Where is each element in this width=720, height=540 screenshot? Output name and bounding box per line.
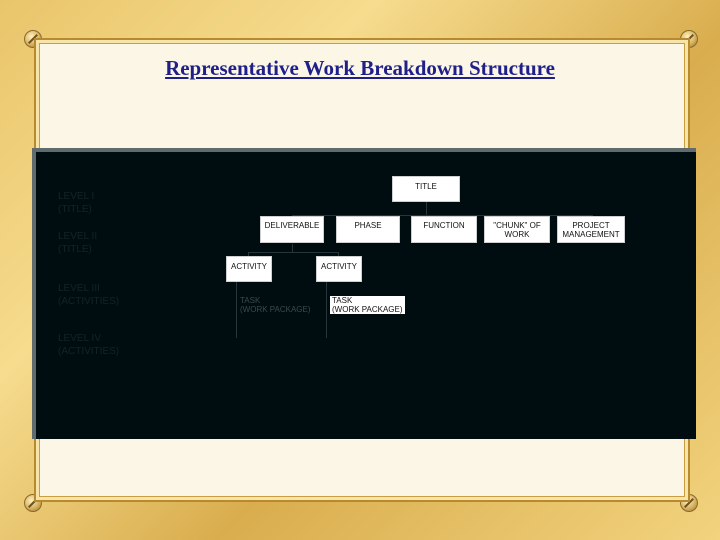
level-label-text: LEVEL III	[58, 283, 100, 294]
level-label-subtext: (ACTIVITIES)	[58, 346, 120, 357]
wbs-activity-box: ACTIVITY	[316, 256, 362, 282]
task-text: TASK	[240, 296, 261, 305]
connector-line	[326, 282, 327, 338]
task-subtext: (WORK PACKAGE)	[332, 305, 403, 314]
wbs-level2-box: PHASE	[336, 216, 400, 243]
wbs-root-box: TITLE	[392, 176, 460, 202]
connector-line	[236, 282, 237, 338]
wbs-task-label: TASK (WORK PACKAGE)	[240, 296, 311, 314]
connector-line	[248, 252, 249, 259]
connector-line	[292, 244, 293, 252]
task-subtext: (WORK PACKAGE)	[240, 305, 311, 314]
level-label-1: LEVEL I (TITLE)	[58, 190, 94, 216]
wbs-level2-box: FUNCTION	[411, 216, 477, 243]
level-label-4: LEVEL IV (ACTIVITIES)	[58, 332, 119, 358]
wbs-level2-box: "CHUNK" OF WORK	[484, 216, 550, 243]
task-text: TASK	[332, 296, 353, 305]
connector-line	[248, 252, 338, 253]
slide-title: Representative Work Breakdown Structure	[165, 56, 555, 80]
wbs-diagram: LEVEL I (TITLE) LEVEL II (TITLE) LEVEL I…	[32, 148, 696, 439]
level-label-subtext: (ACTIVITIES)	[58, 296, 120, 307]
level-label-subtext: (TITLE)	[58, 244, 92, 255]
level-label-subtext: (TITLE)	[58, 204, 92, 215]
connector-line	[292, 215, 592, 216]
wbs-level2-box: PROJECT MANAGEMENT	[557, 216, 625, 243]
wbs-task-label: TASK (WORK PACKAGE)	[330, 296, 405, 314]
connector-line	[338, 252, 339, 259]
connector-line	[426, 202, 427, 215]
level-label-text: LEVEL IV	[58, 333, 101, 344]
wbs-level2-box: DELIVERABLE	[260, 216, 324, 243]
level-label-text: LEVEL II	[58, 231, 98, 242]
level-label-2: LEVEL II (TITLE)	[58, 230, 97, 256]
wbs-activity-box: ACTIVITY	[226, 256, 272, 282]
level-label-text: LEVEL I	[58, 191, 95, 202]
level-label-3: LEVEL III (ACTIVITIES)	[58, 282, 119, 308]
